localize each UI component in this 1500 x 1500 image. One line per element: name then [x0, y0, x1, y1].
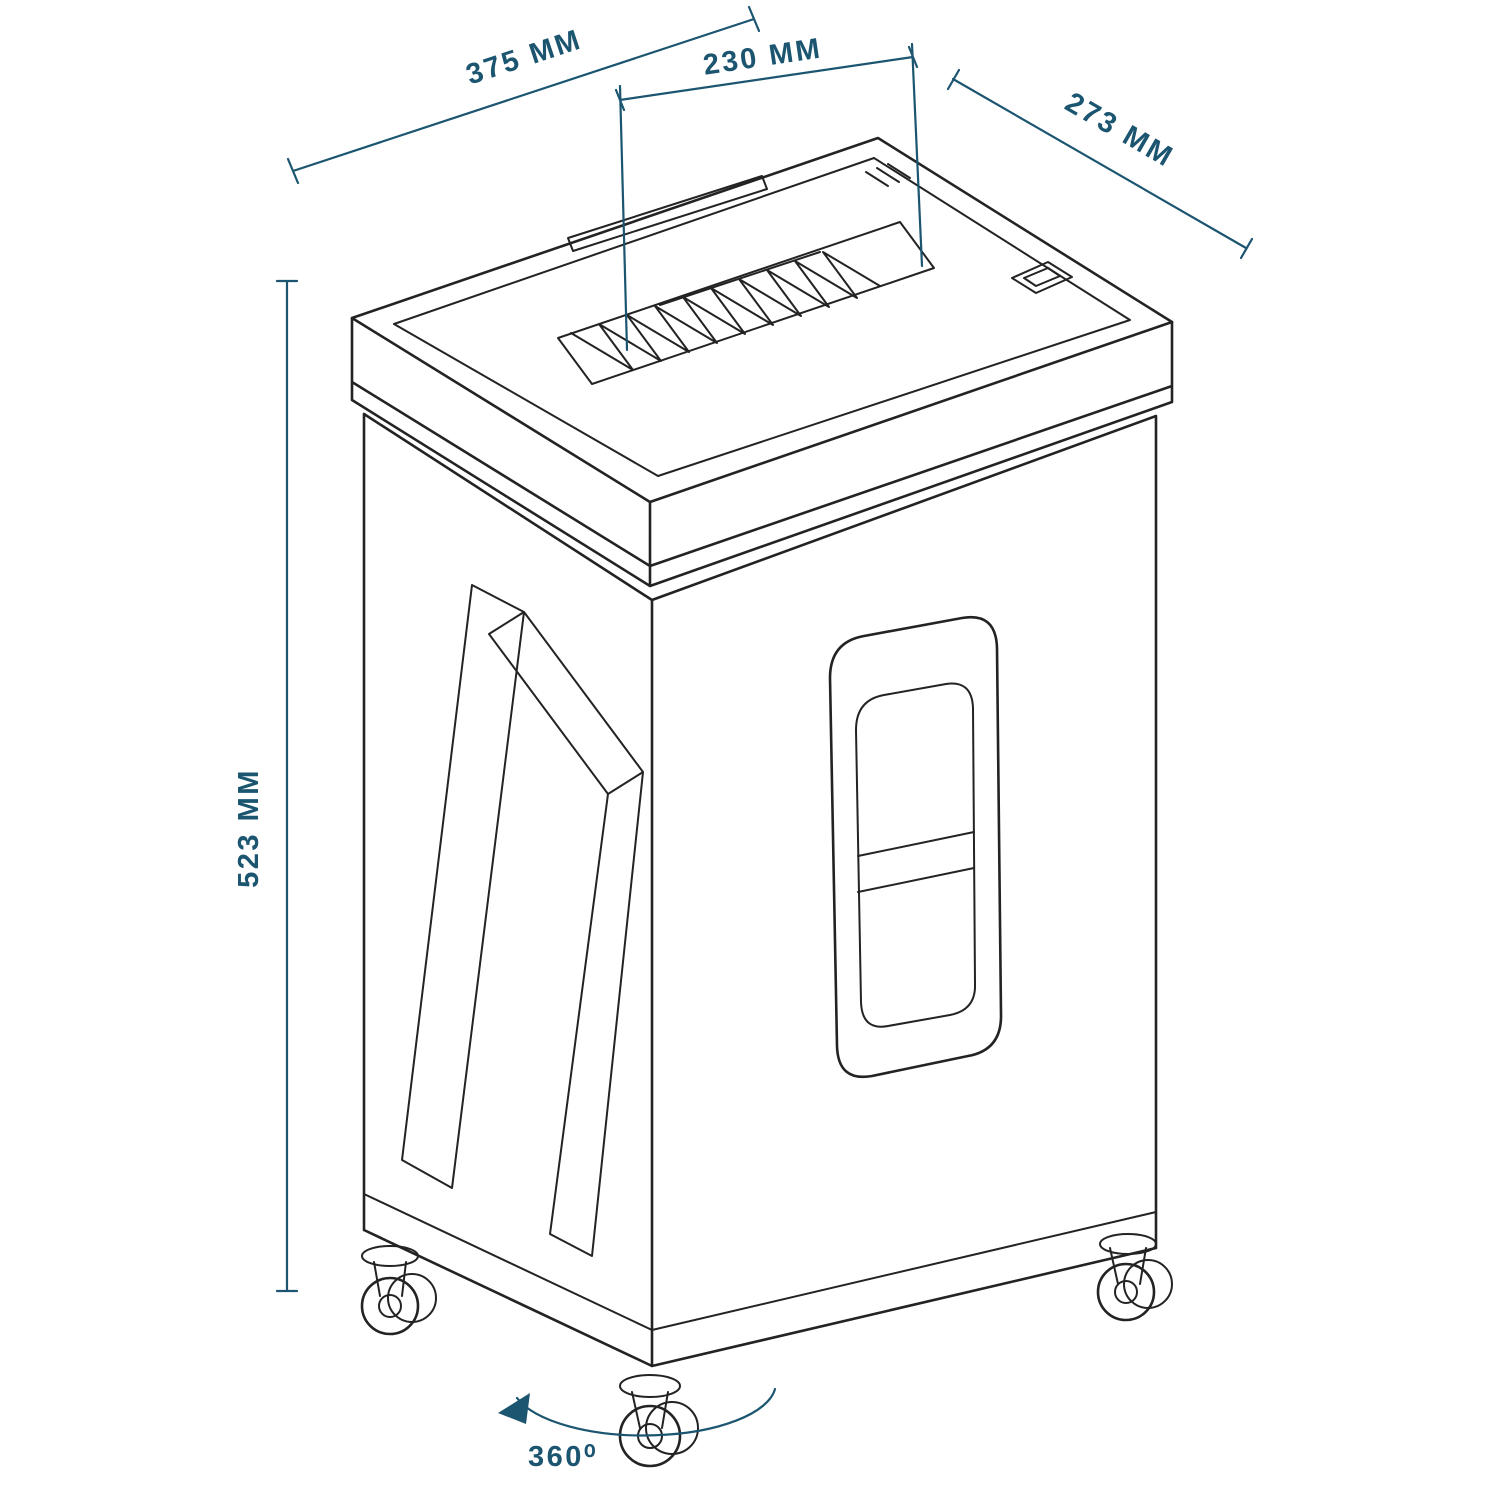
shredder-head [350, 136, 1174, 588]
dimension-depth-line [946, 68, 1254, 260]
dimension-depth-label: 273 MM [1060, 86, 1180, 174]
handle-grip-bars [857, 831, 975, 893]
dimension-annotations: 375 MM 230 MM 273 MM 523 MM 360⁰ [233, 5, 1254, 1473]
head-top-face [350, 136, 1174, 504]
rotation-annotation: 360⁰ [498, 1387, 777, 1473]
shredder-drawing [350, 136, 1174, 1468]
slot-detail-line [659, 251, 821, 306]
dimension-depth: 273 MM [946, 68, 1254, 260]
dimension-height-line [275, 279, 299, 1293]
paper-entry-slot [567, 175, 768, 252]
side-handle-frame [401, 584, 644, 1257]
caster-right-plate [1099, 1233, 1157, 1255]
dimension-top-width: 375 MM [286, 5, 761, 185]
dimension-feed-width-extensions [618, 42, 924, 352]
dimension-feed-width-label: 230 MM [701, 33, 824, 82]
caster-front-wheel [618, 1404, 682, 1468]
caster-right-wheel [1096, 1262, 1156, 1322]
caster-right [1096, 1233, 1173, 1322]
head-side-band [350, 316, 1174, 588]
caster-front-wheel-back [645, 1401, 699, 1455]
caster-front-plate [619, 1374, 681, 1398]
dimension-height-label: 523 MM [233, 768, 265, 888]
dimension-height: 523 MM [233, 279, 299, 1293]
caster-left-fork [373, 1261, 407, 1297]
rotation-arc [515, 1387, 777, 1437]
caster-left-plate [361, 1245, 419, 1267]
viewing-window-outer [828, 615, 1003, 1079]
caster-right-hub [1114, 1280, 1138, 1304]
vent-lines [865, 163, 911, 187]
caster-left-wheel [360, 1276, 420, 1336]
cutting-opening [557, 221, 935, 385]
dimension-feed-width-line [614, 45, 919, 112]
caster-left [360, 1245, 437, 1336]
caster-left-hub [378, 1294, 402, 1318]
head-top-inner-rim [393, 157, 1131, 477]
rotation-arrow-head-icon [498, 1393, 530, 1424]
body-outline [362, 412, 1158, 1368]
power-switch [1011, 261, 1073, 294]
rotation-label: 360⁰ [528, 1441, 598, 1473]
viewing-window-inner-handle [855, 682, 977, 1028]
caster-front [618, 1374, 699, 1468]
cutting-teeth [570, 251, 881, 371]
base-rim [363, 1193, 1157, 1331]
dimension-top-width-line [286, 5, 761, 185]
shredder-body [362, 412, 1158, 1368]
